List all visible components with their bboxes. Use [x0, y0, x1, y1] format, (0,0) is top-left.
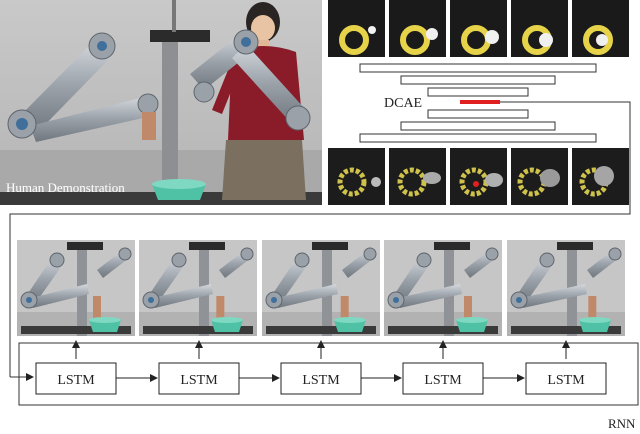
reconstructed-patch-3 — [450, 148, 507, 205]
photo-caption: Human Demonstration — [6, 180, 125, 195]
bowl — [152, 179, 206, 200]
human-demonstration-photo: Human Demonstration — [0, 0, 322, 205]
lstm-cell-5 — [525, 362, 607, 395]
lstm-label-1: LSTM — [57, 373, 95, 388]
robot-frame-5 — [507, 240, 625, 336]
lstm-cell-4 — [402, 362, 484, 395]
input-patch-2 — [389, 0, 446, 57]
dcae-network: DCAE — [359, 63, 597, 143]
robot-frame-1 — [17, 240, 135, 336]
lstm-label-5: LSTM — [547, 373, 585, 388]
dcae-to-rnn-connector — [9, 101, 631, 381]
lstm-cell-1 — [35, 362, 117, 395]
input-patch-5 — [572, 0, 629, 57]
input-patch-1 — [328, 0, 385, 57]
frame-to-lstm-arrows — [72, 340, 570, 359]
robot-frame-4 — [384, 240, 502, 336]
reconstructed-patch-1 — [328, 148, 385, 205]
robot-frame-3 — [262, 240, 380, 336]
reconstructed-patches-row — [328, 148, 629, 205]
robot-arm-right — [190, 29, 311, 131]
robot-frames-row — [17, 240, 625, 336]
lstm-label-4: LSTM — [424, 373, 462, 388]
robot-frame-2 — [139, 240, 257, 336]
lstm-label-2: LSTM — [180, 373, 218, 388]
input-patch-4 — [511, 0, 568, 57]
input-patches-row — [328, 0, 629, 57]
reconstructed-patch-4 — [511, 148, 568, 205]
lstm-cell-2 — [158, 362, 240, 395]
lstm-chain: LSTM LSTM LSTM LSTM LSTM — [35, 362, 607, 395]
reconstructed-patch-2 — [389, 148, 446, 205]
rnn-label: RNN — [608, 416, 636, 431]
lstm-label-3: LSTM — [302, 373, 340, 388]
input-patch-3 — [450, 0, 507, 57]
reconstructed-patch-5 — [572, 148, 629, 205]
dcae-label: DCAE — [384, 96, 422, 111]
robot-arm-left — [7, 32, 159, 142]
rnn-box — [18, 342, 639, 406]
